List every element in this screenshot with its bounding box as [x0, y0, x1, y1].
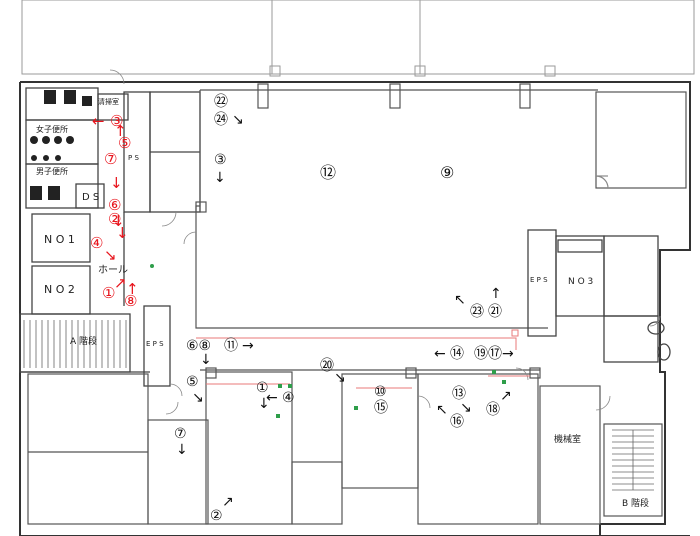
cleaning-room-label: 清掃室 [98, 97, 119, 106]
black-marker-11-arrow: → [242, 338, 254, 354]
machine-room-label: 機械室 [554, 433, 581, 445]
black-marker-11: ⑪ [224, 338, 238, 354]
red-marker-2: ② [108, 210, 121, 228]
lower-rooms [27, 367, 663, 525]
toilet-fixtures [30, 90, 92, 200]
black-marker-9: ⑨ [440, 163, 454, 182]
red-marker-7-arrow: ↓ [110, 174, 123, 192]
black-marker-4: ④ [282, 390, 295, 406]
red-marker-4: ④ [90, 234, 103, 252]
upper-right-room [595, 91, 687, 189]
black-marker-19-17-arrow: → [502, 346, 514, 362]
black-marker-2: ② [210, 508, 223, 524]
red-photo-markers: ③ ← ⑤ ↑ ⑦ ↓ ⑥ ↓ ② ↓ ④ ↘ ① ↗ ⑧ ↑ [90, 112, 139, 310]
black-marker-13: ⑬ [452, 386, 466, 402]
room-labels: 清掃室 女子便所 男子便所 D S P S N O 1 N O 2 ホール A … [36, 97, 649, 509]
black-marker-24: ㉔ [214, 112, 228, 128]
red-marker-8-arrow: ↑ [126, 280, 139, 298]
red-marker-2-arrow: ↓ [116, 224, 129, 242]
stairs-b-label: B 階段 [622, 497, 649, 509]
red-marker-4-arrow: ↘ [104, 246, 117, 264]
black-marker-21: ㉑ [488, 304, 502, 320]
black-marker-15: ⑮ [374, 400, 388, 416]
black-marker-6-8-arrow: ↓ [200, 352, 212, 368]
black-marker-3: ③ [214, 152, 227, 168]
eps-left-label: E P S [146, 340, 164, 348]
main-office [195, 83, 598, 329]
red-marker-5-arrow: ↑ [114, 122, 127, 140]
mens-restroom-label: 男子便所 [36, 166, 68, 176]
red-marker-1: ① [102, 284, 115, 302]
red-marker-1-arrow: ↗ [114, 274, 127, 292]
ps-label: P S [128, 154, 139, 162]
black-photo-markers: ㉒ ㉔ ↘ ③ ↓ ⑫ ⑨ ㉓ ↖ ㉑ ↑ ⑥⑧ ↓ ⑪ → ⑤ ↘ ① ↓ ④… [174, 94, 514, 524]
womens-restroom-label: 女子便所 [36, 124, 68, 134]
red-marker-3-arrow: ← [92, 112, 105, 130]
black-marker-20: ⑳ [320, 358, 334, 374]
no1-label: N O 1 [44, 233, 75, 246]
red-marker-8: ⑧ [124, 292, 137, 310]
red-marker-3: ③ [110, 112, 123, 130]
black-marker-5-arrow: ↘ [192, 390, 204, 406]
right-core [527, 229, 671, 363]
red-marker-6-arrow: ↓ [112, 212, 125, 230]
black-marker-19-17: ⑲⑰ [474, 346, 502, 362]
black-marker-12: ⑫ [320, 163, 336, 182]
black-marker-5: ⑤ [186, 374, 199, 390]
black-marker-22: ㉒ [214, 94, 228, 110]
red-marker-7: ⑦ [104, 150, 117, 168]
door-swings [109, 69, 661, 415]
cable-lines [196, 329, 530, 389]
black-marker-18: ⑱ [486, 402, 500, 418]
black-marker-20-arrow: ↘ [334, 370, 346, 386]
stairs-a-label: A 階段 [70, 335, 97, 347]
red-marker-5: ⑤ [118, 134, 131, 152]
no3-label: N O 3 [568, 277, 593, 287]
green-devices [150, 264, 506, 418]
no2-label: N O 2 [44, 283, 75, 296]
black-marker-3-arrow: ↓ [214, 170, 226, 186]
eps-right-label: E P S [530, 276, 548, 284]
black-marker-16-arrow: ↖ [436, 402, 448, 418]
black-marker-23-arrow: ↖ [454, 292, 466, 308]
black-marker-2-arrow: ↗ [222, 494, 234, 510]
black-marker-1: ① [256, 380, 269, 396]
black-marker-1-arrow: ↓ [258, 396, 270, 412]
black-marker-14-arrow: ← [434, 346, 446, 362]
stairs-b-hatching [612, 429, 654, 491]
red-marker-6: ⑥ [108, 196, 121, 214]
black-marker-7: ⑦ [174, 426, 187, 442]
building-walls [19, 81, 691, 536]
black-marker-4-arrow: ← [266, 390, 278, 406]
black-marker-13-arrow: ↘ [460, 400, 472, 416]
left-core [19, 87, 201, 387]
stairs-a-hatching [23, 320, 127, 368]
black-marker-16: ⑯ [450, 414, 464, 430]
black-marker-10: ⑩ [374, 384, 387, 400]
black-marker-14: ⑭ [450, 346, 464, 362]
black-marker-18-arrow: ↗ [500, 388, 512, 404]
black-marker-24-arrow: ↘ [232, 112, 244, 128]
black-marker-7-arrow: ↓ [176, 442, 188, 458]
upper-structure [21, 0, 695, 77]
black-marker-21-arrow: ↑ [490, 286, 502, 302]
black-marker-6-8: ⑥⑧ [186, 338, 211, 354]
hall-label: ホール [98, 264, 128, 276]
ds-label: D S [82, 192, 99, 203]
black-marker-23: ㉓ [470, 304, 484, 320]
